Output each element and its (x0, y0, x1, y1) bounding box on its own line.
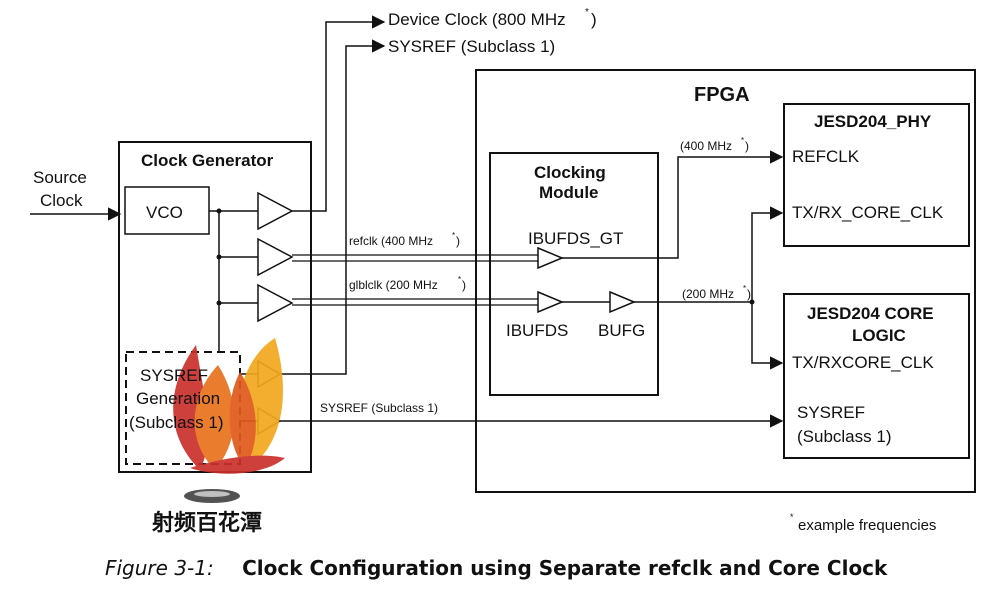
svg-text:(200 MHz: (200 MHz (682, 287, 734, 301)
jesd204-phy-title: JESD204_PHY (814, 112, 932, 131)
phy-txrx-label: TX/RX_CORE_CLK (792, 203, 944, 222)
svg-text:*: * (458, 275, 461, 284)
core-sysref-line1: SYSREF (797, 403, 865, 422)
source-clock-line2: Clock (40, 191, 83, 210)
phy-refclk-label: REFCLK (792, 147, 860, 166)
ibufds-buffer (537, 290, 564, 314)
watermark-text: 射频百花潭 (151, 510, 262, 536)
sysref-device-line (280, 39, 386, 375)
ibufds-label: IBUFDS (506, 321, 568, 340)
sysref-gen-line1: SYSREF (140, 366, 208, 385)
figure-number: Figure 3-1: (105, 556, 214, 580)
buffer-refclk (257, 237, 294, 277)
figure-caption: Figure 3-1: Clock Configuration using Se… (105, 556, 887, 580)
svg-text:example frequencies: example frequencies (798, 517, 936, 534)
f400-label: (400 MHz * ) (680, 136, 749, 153)
device-clock-line (292, 15, 386, 212)
svg-text:*: * (743, 284, 746, 293)
ibufds-gt-label: IBUFDS_GT (528, 229, 623, 248)
svg-text:): ) (745, 139, 749, 153)
vco-label: VCO (146, 203, 183, 222)
bufg-to-core-line (751, 302, 784, 370)
svg-text:*: * (585, 7, 589, 18)
source-clock-line1: Source (33, 168, 87, 187)
ibufds-gt-buffer (537, 246, 564, 270)
sysref-gen-line3: (Subclass 1) (129, 413, 223, 432)
bufg-to-phy-line (751, 206, 784, 302)
svg-text:): ) (591, 10, 597, 29)
f200-label: (200 MHz * ) (682, 284, 751, 301)
svg-text:*: * (741, 136, 744, 145)
svg-text:glblclk (200 MHz: glblclk (200 MHz (349, 278, 438, 292)
svg-text:*: * (452, 231, 455, 240)
jesd204-phy-box (783, 103, 970, 247)
jesd204-core-box (783, 293, 970, 459)
svg-text:Device Clock (800 MHz: Device Clock (800 MHz (388, 10, 566, 29)
core-sysref-line2: (Subclass 1) (797, 427, 891, 446)
svg-text:*: * (790, 512, 794, 522)
sysref-gen-line2: Generation (136, 389, 220, 408)
core-title-line1: JESD204 CORE (807, 304, 934, 323)
svg-text:): ) (462, 278, 466, 292)
sysref-signal-label: SYSREF (Subclass 1) (320, 401, 438, 415)
svg-text:): ) (456, 234, 460, 248)
clocking-module-line1: Clocking (534, 163, 606, 182)
svg-text:(400 MHz: (400 MHz (680, 139, 732, 153)
svg-text:refclk (400 MHz: refclk (400 MHz (349, 234, 433, 248)
refclk-to-phy-line (562, 150, 784, 259)
figure-title: Clock Configuration using Separate refcl… (242, 556, 888, 580)
fpga-box (475, 69, 976, 493)
clocking-module-box (489, 152, 659, 396)
output-sysref: SYSREF (Subclass 1) (388, 37, 555, 56)
bufg-label: BUFG (598, 321, 645, 340)
clocking-module-line2: Module (539, 183, 599, 202)
core-txrx-label: TX/RXCORE_CLK (792, 353, 934, 372)
buffer-device-clock (257, 191, 294, 231)
output-device-clock: Device Clock (800 MHz * ) (388, 7, 597, 29)
refclk-label: refclk (400 MHz * ) (349, 231, 460, 248)
bufg-buffer (609, 290, 636, 314)
clock-generator-title: Clock Generator (141, 151, 274, 170)
glblclk-label: glblclk (200 MHz * ) (349, 275, 466, 292)
footnote: * example frequencies (790, 512, 936, 534)
fpga-title: FPGA (694, 84, 750, 106)
buffer-glblclk (257, 283, 294, 323)
svg-text:): ) (747, 287, 751, 301)
core-title-line2: LOGIC (852, 326, 906, 345)
watermark-logo (173, 338, 285, 503)
